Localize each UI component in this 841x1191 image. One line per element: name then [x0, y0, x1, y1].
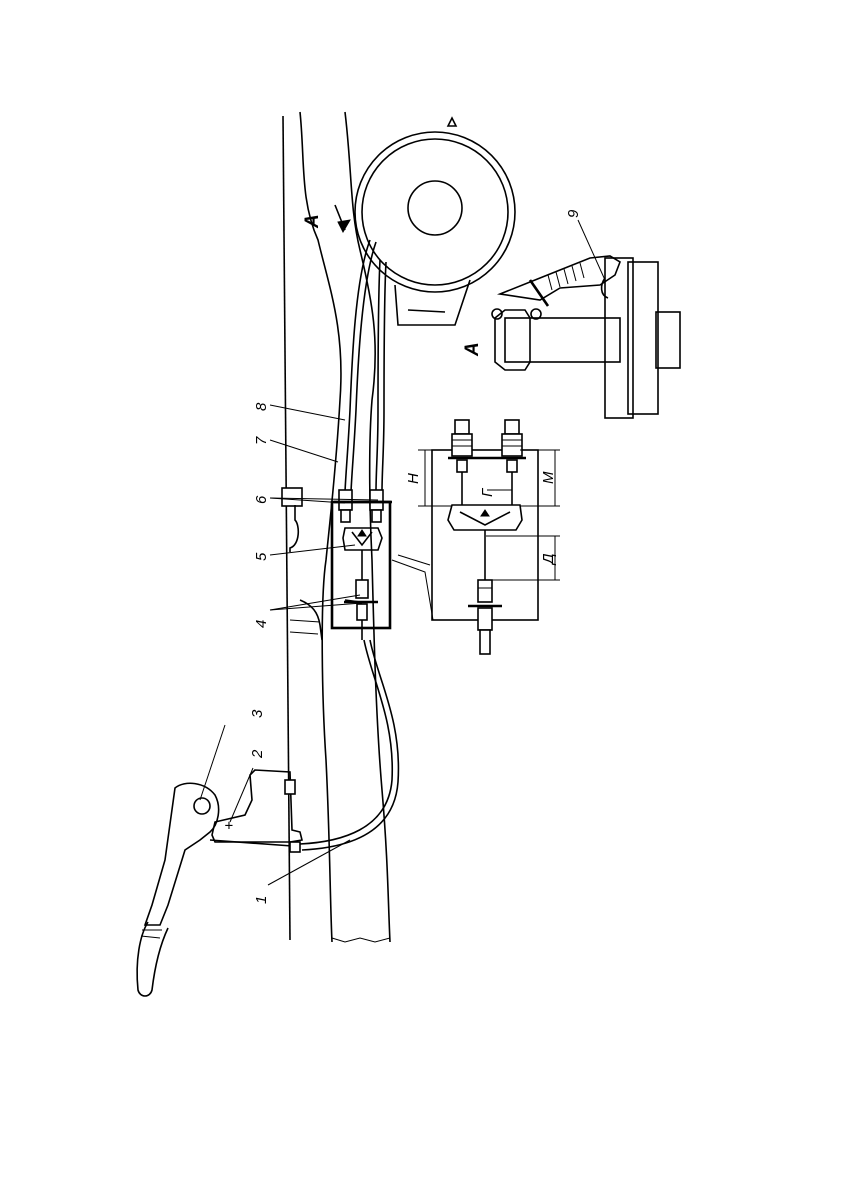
floor-frame	[282, 112, 390, 942]
label-8: 8	[253, 402, 270, 411]
view-a-arrow	[335, 205, 350, 232]
label-9: 9	[565, 209, 582, 218]
label-view-detail: А	[462, 342, 483, 357]
label-3: 3	[249, 709, 266, 718]
detail-inset	[392, 420, 560, 654]
label-view-arrow: А	[302, 214, 323, 229]
label-plus: +	[221, 821, 238, 830]
rear-cables	[334, 240, 392, 522]
label-dim-h: Н	[405, 473, 422, 484]
label-5: 5	[253, 552, 270, 561]
hand-brake-lever	[137, 770, 302, 996]
label-4: 4	[253, 620, 270, 628]
view-a-detail	[492, 256, 680, 418]
label-7: 7	[253, 436, 270, 445]
label-dim-g: Г	[479, 487, 496, 497]
label-dim-m: М	[540, 471, 557, 484]
front-cable	[300, 640, 398, 850]
leader-lines	[200, 220, 605, 885]
label-dim-d: Д	[540, 553, 557, 566]
label-1: 1	[253, 896, 270, 904]
label-2: 2	[249, 749, 266, 759]
label-6: 6	[253, 495, 270, 504]
